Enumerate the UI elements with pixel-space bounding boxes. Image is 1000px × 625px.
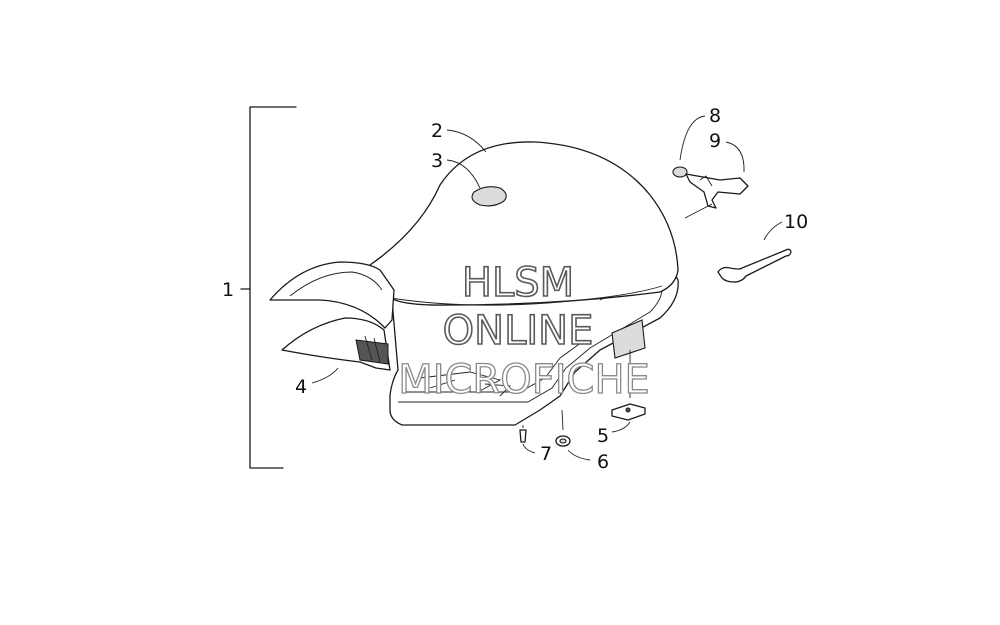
callout-2: 2 (431, 120, 443, 142)
assembly-bracket (240, 106, 297, 469)
watermark-line-1: HLSM (462, 260, 574, 306)
callout-5: 5 (597, 425, 609, 447)
mounting-bracket (611, 403, 646, 421)
grommet (555, 435, 571, 447)
callout-10: 10 (784, 211, 808, 233)
callout-6: 6 (597, 451, 609, 473)
watermark-line-2: ONLINE (443, 308, 594, 354)
callout-4: 4 (295, 376, 307, 398)
seat-cover (369, 141, 679, 306)
tool-wrench (717, 248, 792, 283)
callout-7: 7 (540, 443, 552, 465)
rear-fender (269, 261, 395, 371)
callout-1: 1 (222, 279, 234, 301)
seat-badge (471, 186, 507, 207)
callout-9: 9 (709, 130, 721, 152)
pin (519, 429, 527, 443)
watermark-line-3: MICROFICHE (398, 357, 650, 403)
leader-lines (311, 115, 783, 461)
hinge-latch (672, 166, 749, 209)
callout-8: 8 (709, 105, 721, 127)
callout-3: 3 (431, 150, 443, 172)
